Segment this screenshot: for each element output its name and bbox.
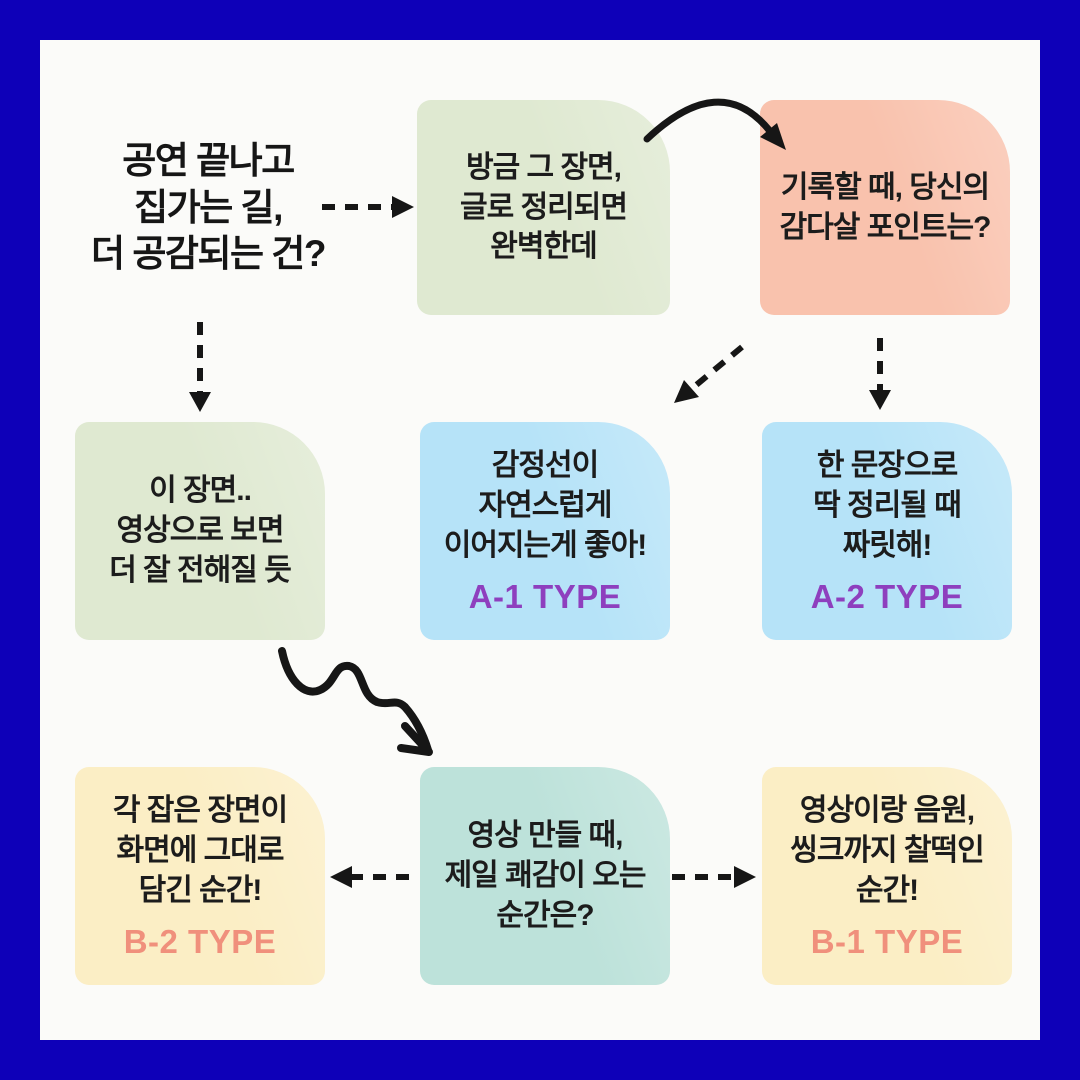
title-line-1: 공연 끝나고 bbox=[122, 140, 295, 181]
arrow-editing-to-b2 bbox=[330, 866, 412, 888]
box-record-line-1: 기록할 때, 당신의 bbox=[780, 170, 990, 204]
title-question: 공연 끝나고 집가는 길, 더 공감되는 건? bbox=[58, 138, 358, 278]
box-type-a1: 감정선이 자연스럽게 이어지는게 좋아! A-1 TYPE bbox=[420, 422, 670, 640]
type-label-b2: B-2 TYPE bbox=[123, 922, 277, 960]
box-writing-thought: 방금 그 장면, 글로 정리되면 완벽한데 bbox=[417, 100, 670, 315]
box-a2-line-1: 한 문장으로 bbox=[816, 449, 958, 483]
box-a1-line-3: 이어지는게 좋아! bbox=[443, 528, 648, 562]
box-type-b2: 각 잡은 장면이 화면에 그대로 담긴 순간! B-2 TYPE bbox=[75, 767, 325, 985]
arrow-record-to-a2 bbox=[869, 338, 891, 410]
box-b1-line-2: 씽크까지 찰떡인 bbox=[790, 834, 985, 868]
box-record-line-2: 감다살 포인트는? bbox=[779, 210, 992, 244]
arrow-editing-to-b1 bbox=[672, 866, 756, 888]
box-b2-line-1: 각 잡은 장면이 bbox=[112, 794, 288, 828]
box-editing-line-2: 제일 쾌감이 오는 bbox=[444, 859, 647, 893]
box-editing-line-3: 순간은? bbox=[496, 898, 594, 932]
type-label-b1: B-1 TYPE bbox=[810, 922, 964, 960]
type-label-a2: A-2 TYPE bbox=[810, 577, 964, 615]
title-line-3: 더 공감되는 건? bbox=[91, 233, 326, 275]
box-a2-line-3: 짜릿해! bbox=[842, 528, 933, 562]
box-b2-line-2: 화면에 그대로 bbox=[116, 834, 285, 868]
box-video-line-1: 이 장면.. bbox=[149, 474, 252, 508]
box-video-line-2: 영상으로 보면 bbox=[116, 514, 285, 548]
box-video-line-3: 더 잘 전해질 듯 bbox=[109, 553, 292, 587]
arrow-video-to-editing bbox=[278, 647, 433, 756]
box-editing-line-1: 영상 만들 때, bbox=[467, 819, 623, 853]
title-line-2: 집가는 길, bbox=[134, 186, 283, 228]
box-a2-line-2: 딱 정리될 때 bbox=[813, 489, 962, 523]
arrow-title-to-video bbox=[189, 322, 211, 412]
box-video-thought: 이 장면.. 영상으로 보면 더 잘 전해질 듯 bbox=[75, 422, 325, 640]
box-b1-line-1: 영상이랑 음원, bbox=[799, 794, 975, 828]
box-editing-question: 영상 만들 때, 제일 쾌감이 오는 순간은? bbox=[420, 767, 670, 985]
type-label-a1: A-1 TYPE bbox=[468, 577, 622, 615]
box-writing-line-3: 완벽한데 bbox=[490, 230, 597, 264]
box-b1-line-3: 순간! bbox=[855, 873, 919, 907]
box-record-question: 기록할 때, 당신의 감다살 포인트는? bbox=[760, 100, 1010, 315]
box-b2-line-3: 담긴 순간! bbox=[138, 873, 263, 907]
box-type-a2: 한 문장으로 딱 정리될 때 짜릿해! A-2 TYPE bbox=[762, 422, 1012, 640]
box-writing-line-2: 글로 정리되면 bbox=[460, 190, 628, 224]
box-a1-line-2: 자연스럽게 bbox=[478, 489, 613, 523]
box-a1-line-1: 감정선이 bbox=[491, 449, 599, 483]
box-type-b1: 영상이랑 음원, 씽크까지 찰떡인 순간! B-1 TYPE bbox=[762, 767, 1012, 985]
diagram-canvas: 공연 끝나고 집가는 길, 더 공감되는 건? 방금 그 장면, 글로 정리되면… bbox=[40, 40, 1040, 1040]
arrow-record-to-a1 bbox=[674, 344, 744, 403]
box-writing-line-1: 방금 그 장면, bbox=[465, 150, 622, 184]
